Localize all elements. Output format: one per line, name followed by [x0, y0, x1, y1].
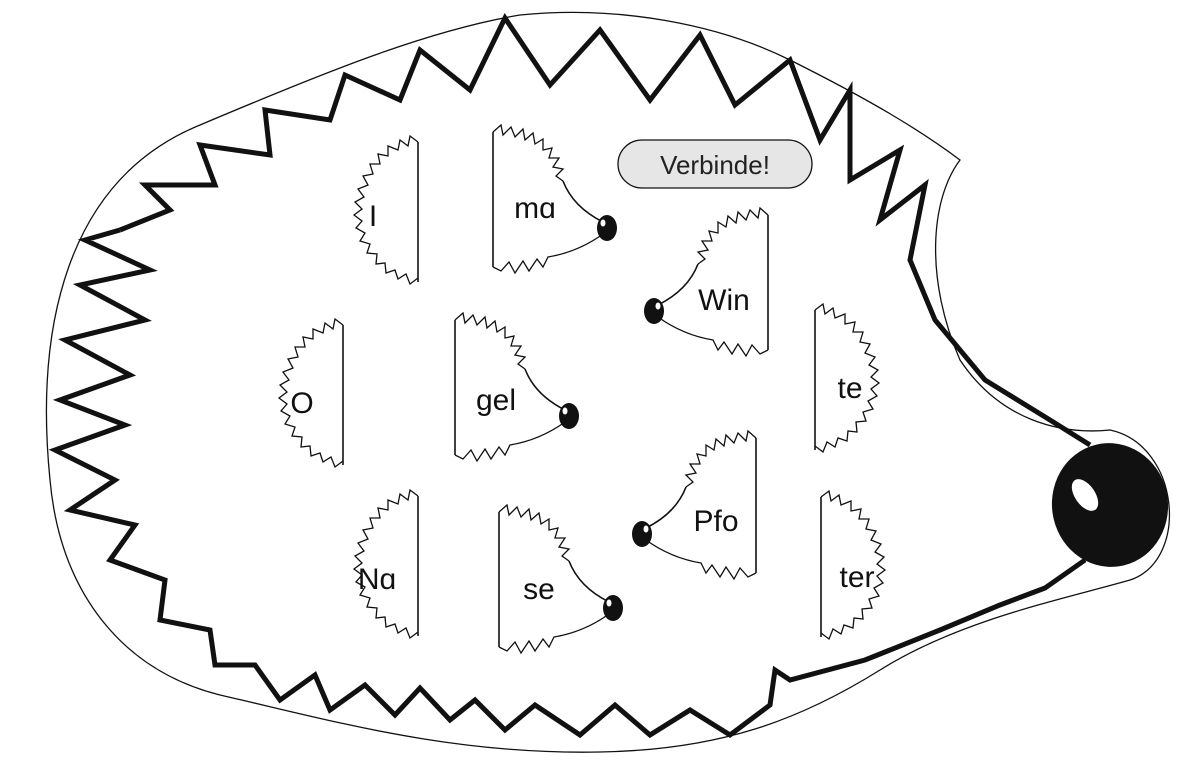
- syllable-card-na[interactable]: Nɑ: [353, 489, 419, 639]
- syllable-text: gel: [476, 384, 516, 417]
- syllable-card-se[interactable]: se: [498, 504, 624, 654]
- syllable-card-o[interactable]: O: [278, 318, 344, 468]
- syllable-text: te: [837, 372, 862, 405]
- verbinde-button[interactable]: Verbinde!: [617, 139, 813, 189]
- syllable-card-win[interactable]: Win: [643, 207, 769, 357]
- syllable-card-te[interactable]: te: [814, 303, 880, 453]
- syllable-card-ma[interactable]: mɑ: [492, 124, 618, 274]
- syllable-text: Nɑ: [358, 563, 396, 596]
- syllable-text: mɑ: [514, 192, 556, 225]
- syllable-card-pfo[interactable]: Pfo: [631, 430, 757, 580]
- syllable-text: ter: [839, 561, 874, 594]
- syllable-text: Win: [698, 284, 750, 317]
- syllable-card-gel[interactable]: gel: [454, 312, 580, 462]
- syllable-text: I: [369, 200, 377, 233]
- syllable-text: Pfo: [693, 505, 738, 538]
- syllable-text: O: [290, 387, 313, 420]
- syllable-card-i[interactable]: I: [353, 135, 419, 285]
- syllable-card-ter[interactable]: ter: [820, 490, 886, 640]
- verbinde-button-label: Verbinde!: [660, 150, 770, 180]
- syllable-text: se: [523, 573, 555, 606]
